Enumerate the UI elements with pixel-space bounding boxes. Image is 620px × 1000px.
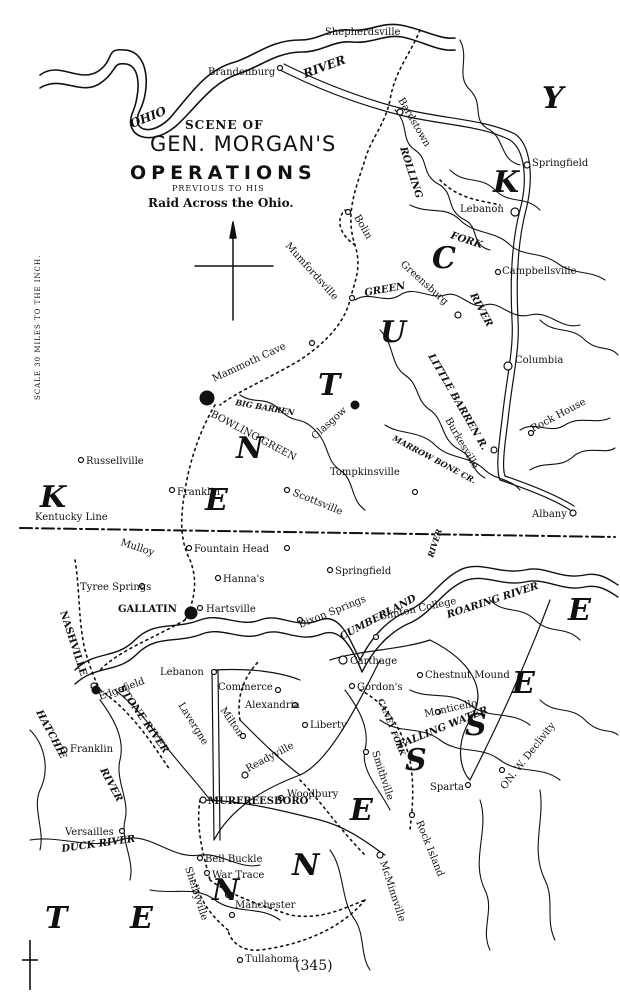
town-lebanon-ky: Lebanon: [460, 204, 504, 215]
compass-cross: [194, 221, 274, 321]
state-letter-c: C: [432, 241, 456, 276]
state-letter-e2: E: [129, 901, 154, 936]
town-mulloy: Mulloy: [119, 537, 156, 558]
town-franklin-ky: Franklin: [177, 487, 221, 498]
town-fountain-head: Fountain Head: [194, 544, 270, 555]
kentucky-rivers: [239, 39, 619, 511]
title-scene-of: SCENE OF: [185, 118, 264, 132]
kentucky-line: [19, 527, 616, 538]
scale-text: SCALE 30 MILES TO THE INCH.: [34, 254, 42, 400]
river-label-river-ky: RIVER: [300, 53, 347, 82]
town-columbia: Columbia: [515, 355, 563, 366]
town-markers: [60, 64, 577, 964]
town-tyree-springs: Tyree Springs: [80, 582, 151, 593]
town-gordons: Gordon's: [357, 682, 403, 693]
state-letter-t2: T: [45, 901, 70, 936]
town-rock-island: Rock Island: [413, 819, 446, 879]
town-murfreesboro: MURFREESBORO': [208, 796, 311, 807]
river-label-big-barren: BIG BARREN: [234, 397, 296, 418]
major-town-markers: [91, 390, 360, 695]
town-mumfordsville: Mumfordsville: [283, 241, 340, 303]
tennessee-rivers: [29, 599, 619, 971]
town-bardstown: Bardstown: [395, 96, 432, 149]
town-declivity: ON. W. Declivity: [499, 720, 558, 792]
town-readyville: Readyville: [244, 740, 296, 774]
town-manchester: Manchester: [235, 900, 296, 911]
town-mcminnville: McMinnville: [377, 860, 407, 924]
state-letter-t: T: [318, 368, 343, 403]
kentucky-line-label: Kentucky Line: [35, 512, 108, 523]
title-previous: PREVIOUS TO HIS: [172, 184, 265, 193]
river-label-cumberland-river: RIVER: [425, 527, 444, 559]
town-franklin-tn: Franklin: [70, 744, 114, 755]
town-tullahoma: Tullahoma: [245, 954, 298, 965]
town-springfield-tn: Springfield: [335, 566, 392, 577]
town-lebanon-tn: Lebanon: [160, 667, 204, 678]
town-hartsville: Hartsville: [206, 604, 256, 615]
town-glasgow: Glasgow: [310, 405, 350, 442]
river-label-river-tn: RIVER: [97, 765, 124, 803]
page-number: (345): [295, 958, 333, 974]
town-tompkinsville: Tompkinsville: [330, 467, 400, 478]
town-bolin: Bolin: [351, 213, 374, 242]
state-letter-n: N: [235, 431, 265, 466]
town-liberty: Liberty: [310, 720, 347, 731]
state-letter-k: K: [39, 480, 68, 515]
cumberland-river: [74, 565, 619, 685]
town-scottsville: Scottsville: [291, 488, 344, 518]
river-label-roaring-river: ROARING RIVER: [445, 581, 540, 621]
town-smithville: Smithville: [369, 750, 395, 802]
title-raid: Raid Across the Ohio.: [148, 196, 294, 210]
state-letter-e5: E: [567, 593, 592, 628]
river-label-green-river: RIVER: [467, 290, 494, 328]
town-alexandria: Alexandria: [244, 700, 300, 711]
state-letter-u: U: [380, 315, 408, 350]
town-hannas: Hanna's: [223, 574, 264, 585]
town-russellville: Russellville: [86, 456, 144, 467]
town-lavergne: Lavergne: [175, 701, 210, 747]
town-brandenburg: Brandenburg: [208, 67, 276, 78]
town-war-trace: War Trace: [212, 870, 264, 881]
town-woodbury: Woodbury: [287, 789, 339, 800]
railroads: [199, 63, 575, 856]
town-versailles: Versailles: [64, 827, 114, 838]
state-letter-e3: E: [349, 793, 374, 828]
river-label-green: GREEN: [364, 281, 407, 299]
title-operations: OPERATIONS: [130, 162, 317, 184]
north-arrow: [22, 940, 38, 990]
town-carthage: Carthage: [350, 656, 397, 667]
state-letter-y: Y: [542, 81, 566, 116]
state-letter-e: E: [204, 483, 229, 518]
state-letter-e4: E: [511, 666, 536, 701]
state-letter-n2: N: [211, 873, 241, 908]
town-bell-buckle: Bell Buckle: [205, 854, 262, 865]
town-commerce: Commerce: [218, 682, 273, 693]
title-gen-morgans: GEN. MORGAN'S: [150, 132, 337, 156]
town-shepherdsville: Shepherdsville: [325, 27, 401, 38]
town-mammoth-cave: Mammoth Cave: [211, 341, 288, 385]
town-chestnut-mound: Chestnut Mound: [425, 670, 510, 681]
morgan-route: [74, 29, 501, 951]
river-label-rolling: ROLLING: [397, 145, 424, 201]
ohio-river: [39, 23, 456, 139]
town-springfield-ky: Springfield: [532, 158, 589, 169]
town-gallatin: GALLATIN: [118, 604, 177, 615]
state-letter-s: S: [405, 743, 427, 778]
town-campbellsville: Campbellsville: [502, 266, 577, 277]
town-rock-house: Rock House: [529, 396, 588, 434]
town-sparta: Sparta: [430, 782, 464, 793]
river-label-hatchie: HATCHIE: [33, 707, 69, 761]
state-letter-n3: N: [291, 848, 321, 883]
state-letter-s2: S: [465, 708, 487, 743]
state-letter-k2: K: [492, 165, 521, 200]
town-albany: Albany: [531, 509, 567, 520]
